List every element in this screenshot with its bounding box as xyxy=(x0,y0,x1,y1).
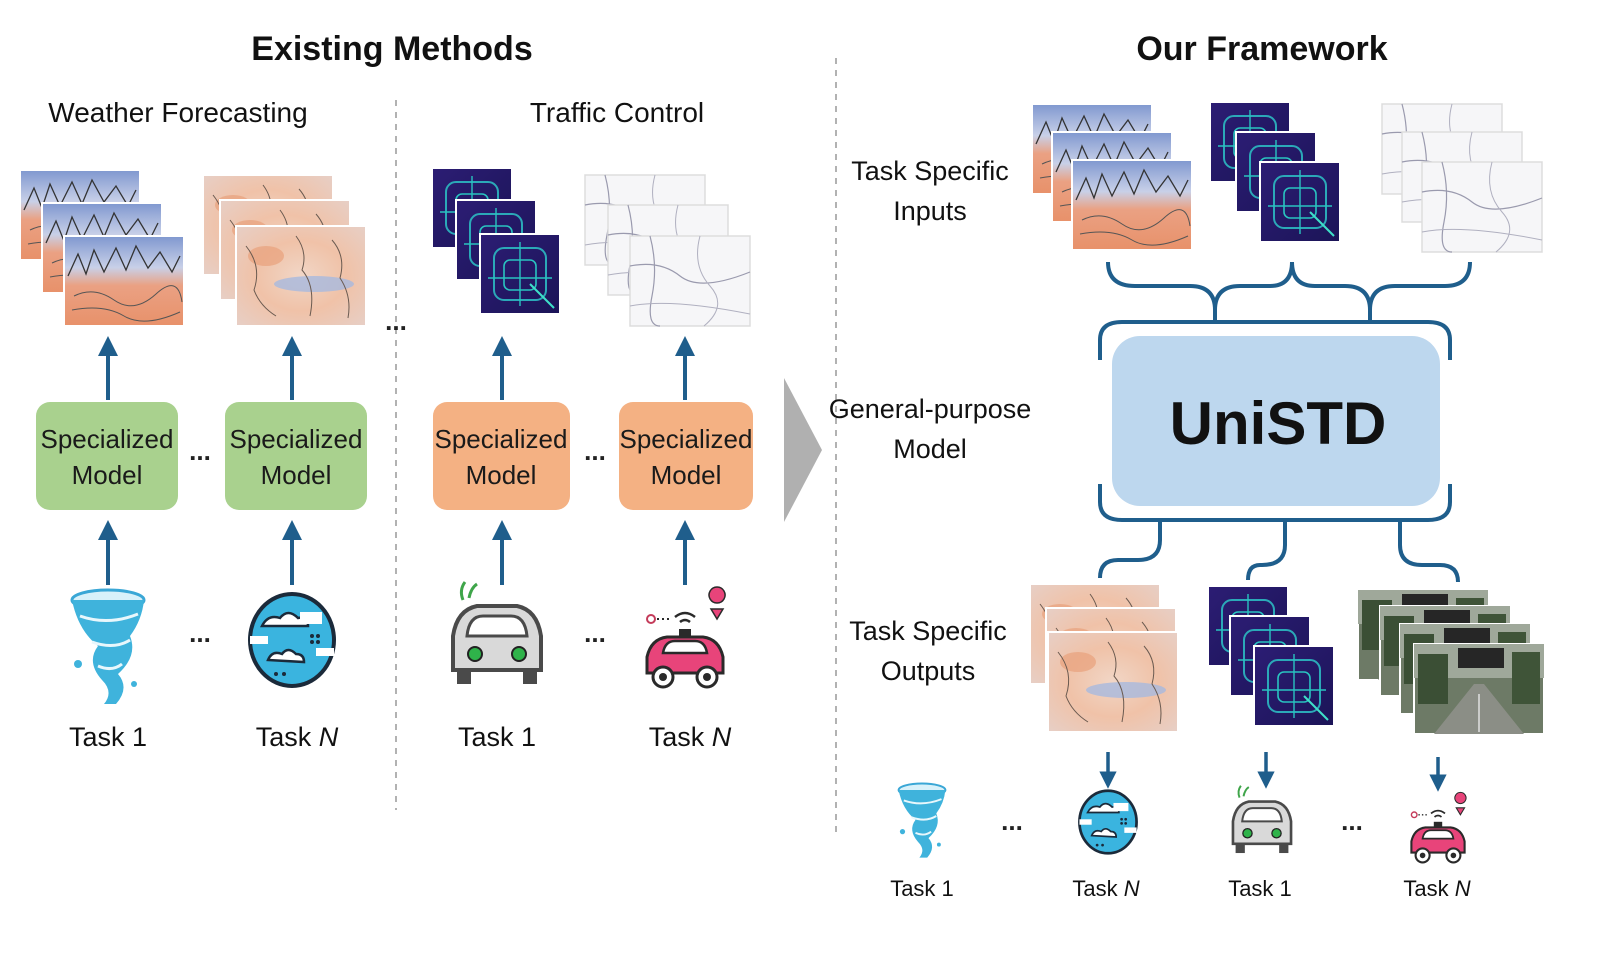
traffic-input-stack-2 xyxy=(584,174,751,327)
output-connector xyxy=(1098,520,1162,579)
svg-text:Specialized: Specialized xyxy=(230,424,363,454)
unistd-model-box: UniSTD xyxy=(1112,336,1440,506)
task-label: Task 1 xyxy=(1228,876,1292,901)
ellipsis: ... xyxy=(1341,806,1363,836)
traffic-control-title: Traffic Control xyxy=(530,97,704,128)
tornado-icon xyxy=(70,588,146,706)
row-label-model: General-purpose xyxy=(829,394,1032,424)
specialized-model-box: Specialized Model xyxy=(225,402,367,510)
output-connector xyxy=(1246,520,1287,581)
ellipsis: ... xyxy=(189,618,211,648)
task-label: Task 1 xyxy=(890,876,954,901)
ellipsis: ... xyxy=(1001,806,1023,836)
model-bottom-bracket xyxy=(1098,484,1452,522)
framework-output-stack-video xyxy=(1357,589,1545,735)
framework-input-stack-traffic xyxy=(1209,101,1341,243)
row-label-outputs: Task Specific xyxy=(849,616,1007,646)
svg-text:Model: Model xyxy=(651,460,722,490)
specialized-model-box: Specialized Model xyxy=(619,402,753,510)
globe-weather-icon xyxy=(1078,789,1138,855)
ellipsis-between-groups: ... xyxy=(385,306,407,336)
svg-text:Specialized: Specialized xyxy=(435,424,568,454)
task-label: Task N xyxy=(1072,876,1139,901)
traffic-input-stack-1 xyxy=(431,167,561,315)
task-label: Task N xyxy=(649,722,732,752)
svg-text:Model: Model xyxy=(261,460,332,490)
transition-chevron xyxy=(784,378,822,522)
framework-input-stack-weather xyxy=(1031,103,1193,251)
weather-input-stack-2 xyxy=(202,174,367,327)
model-top-bracket xyxy=(1098,320,1452,360)
car-grey-icon xyxy=(451,580,543,686)
tornado-icon xyxy=(897,782,947,859)
input-bracket xyxy=(1106,261,1472,311)
row-label-inputs: Inputs xyxy=(893,196,967,226)
globe-weather-icon xyxy=(248,592,336,688)
specialized-model-box: Specialized Model xyxy=(433,402,570,510)
weather-input-stack-1 xyxy=(19,169,185,327)
car-pink-icon xyxy=(1410,791,1468,864)
framework-output-stack-weather xyxy=(1029,583,1179,733)
svg-text:Model: Model xyxy=(72,460,143,490)
weather-forecasting-title: Weather Forecasting xyxy=(48,97,307,128)
unistd-label: UniSTD xyxy=(1170,390,1387,457)
specialized-model-box: Specialized Model xyxy=(36,402,178,510)
task-label: Task N xyxy=(1403,876,1470,901)
our-framework-title: Our Framework xyxy=(1136,30,1387,68)
svg-text:Specialized: Specialized xyxy=(41,424,174,454)
ellipsis: ... xyxy=(584,436,606,466)
car-grey-icon xyxy=(1231,784,1293,855)
car-pink-icon xyxy=(645,585,727,689)
task-label: Task N xyxy=(256,722,339,752)
output-connector xyxy=(1398,520,1460,583)
task-label: Task 1 xyxy=(69,722,147,752)
row-label-model: Model xyxy=(893,434,967,464)
existing-methods-title: Existing Methods xyxy=(251,30,532,68)
task-label: Task 1 xyxy=(458,722,536,752)
ellipsis: ... xyxy=(189,436,211,466)
framework-input-stack-road xyxy=(1381,103,1543,253)
svg-text:Specialized: Specialized xyxy=(620,424,753,454)
framework-output-stack-traffic xyxy=(1207,585,1335,727)
svg-text:Model: Model xyxy=(466,460,537,490)
ellipsis: ... xyxy=(584,618,606,648)
row-label-outputs: Outputs xyxy=(881,656,976,686)
row-label-inputs: Task Specific xyxy=(851,156,1009,186)
